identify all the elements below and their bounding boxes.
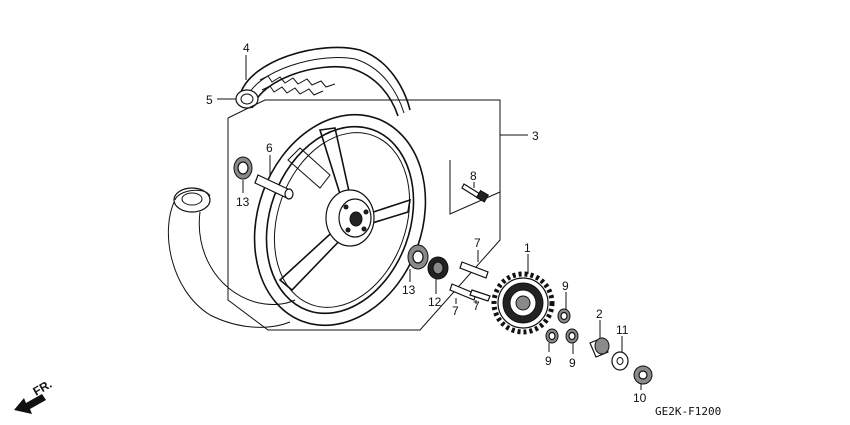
leader-lines (217, 55, 642, 390)
callout-12: 12 (428, 295, 442, 309)
driven-sprocket (491, 271, 555, 335)
swing-arm (168, 187, 296, 328)
callout-13-right: 13 (402, 283, 416, 297)
cast-wheel (253, 113, 427, 327)
washer (611, 351, 629, 371)
callout-3: 3 (532, 129, 539, 143)
callout-13-left: 13 (236, 195, 250, 209)
callout-7-right: 7 (473, 299, 480, 313)
wheel-assembly-frame (227, 99, 501, 331)
callout-7-left: 7 (452, 304, 459, 318)
callout-4: 4 (243, 41, 250, 55)
callout-5: 5 (206, 93, 213, 107)
front-direction-arrow: FR. (14, 377, 54, 414)
callout-1: 1 (524, 241, 531, 255)
tire (239, 46, 411, 117)
callout-10: 10 (633, 391, 647, 405)
bearing-left (233, 156, 253, 180)
callout-11: 11 (616, 323, 629, 337)
bearing-right (407, 244, 429, 270)
drawing-code: GE2K-F1200 (655, 405, 721, 418)
nuts (545, 308, 579, 344)
dust-seal (427, 256, 449, 280)
distance-collar (254, 174, 294, 200)
callout-2: 2 (596, 307, 603, 321)
direction-label: FR. (31, 377, 55, 399)
callout-9-left: 9 (545, 354, 552, 368)
callout-9-right: 9 (569, 356, 576, 370)
studs (449, 261, 491, 302)
bolt-detail (449, 160, 501, 215)
side-collar (589, 337, 610, 358)
callout-9-top: 9 (562, 279, 569, 293)
axle-nut (633, 365, 653, 385)
callout-7-top: 7 (474, 236, 481, 250)
callout-6: 6 (266, 141, 273, 155)
callout-8: 8 (470, 169, 477, 183)
